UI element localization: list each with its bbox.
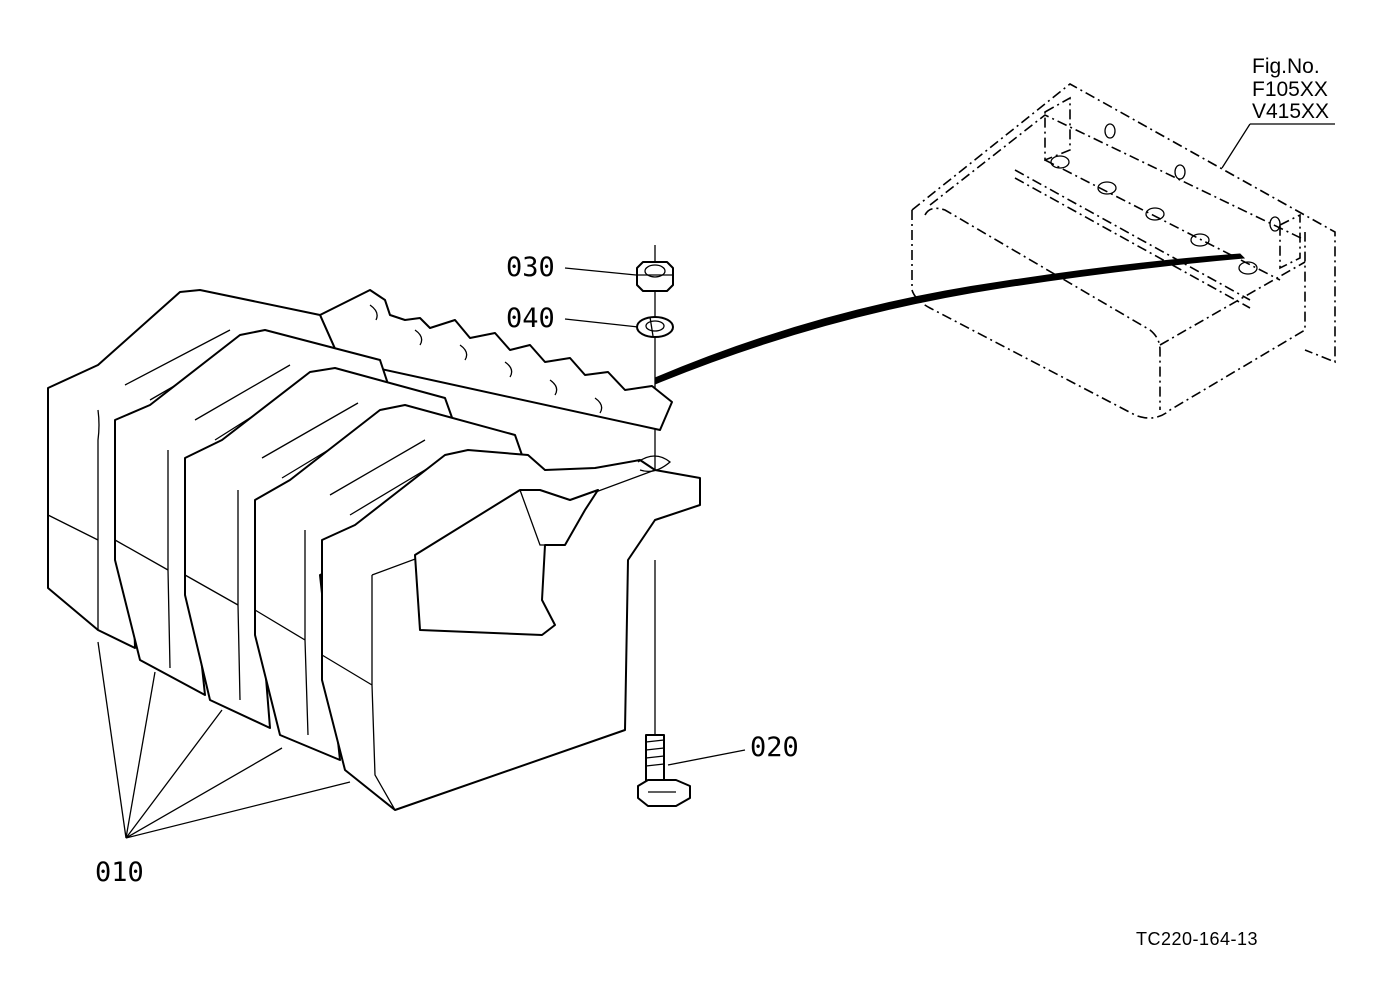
figure-ref-line2: F105XX [1252, 77, 1328, 101]
hex-bolt [637, 734, 691, 807]
weight-stack [47, 289, 701, 811]
bolt-leader [667, 749, 746, 766]
drawing-code: TC220-164-13 [1136, 929, 1259, 949]
lock-washer [636, 316, 674, 338]
figure-ref-line3: V415XX [1252, 100, 1330, 124]
callout-bolt: 020 [750, 732, 799, 763]
callout-weights: 010 [95, 857, 144, 888]
figure-ref-line1: Fig.No. [1252, 55, 1320, 78]
hex-nut [636, 261, 674, 292]
washer-leader [564, 318, 639, 328]
assembly-arrow [654, 253, 1246, 385]
callout-washer: 040 [506, 303, 555, 334]
weights-leader-lines [97, 641, 351, 839]
weight-bracket [911, 83, 1336, 419]
nut-leader [564, 267, 637, 276]
figure-ref-leader [1221, 123, 1335, 169]
callout-nut: 030 [506, 252, 555, 283]
figure-reference: Fig.No. F105XX V415XX [1252, 55, 1330, 124]
